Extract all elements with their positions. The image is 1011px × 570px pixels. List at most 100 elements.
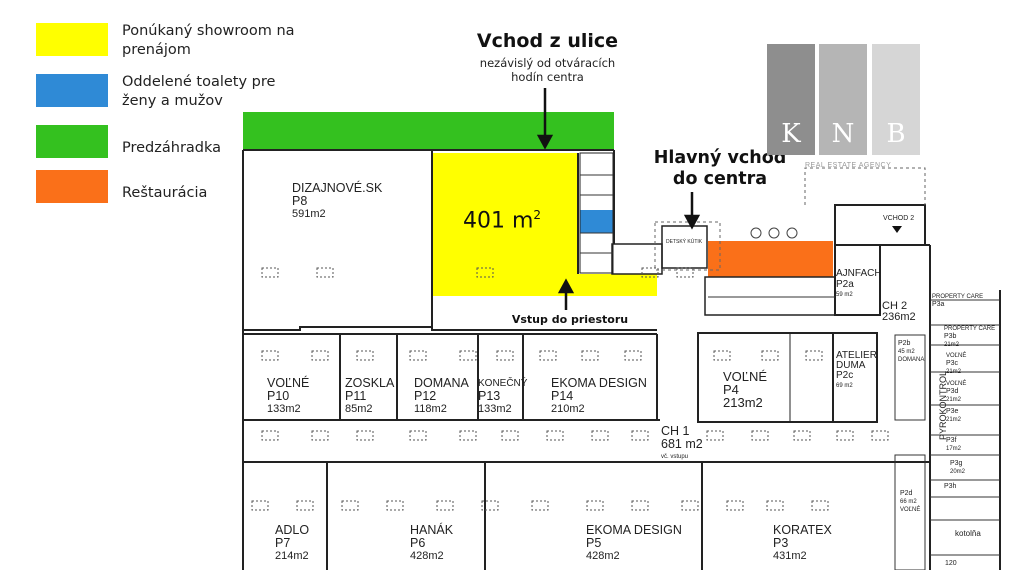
column-mark xyxy=(586,500,604,511)
column-mark xyxy=(341,500,359,511)
legend-label-restaurant: Reštaurácia xyxy=(122,185,208,201)
room-code: P3 xyxy=(773,536,789,550)
room-area: 69 m2 xyxy=(836,383,853,389)
column-mark xyxy=(581,350,599,361)
column-mark xyxy=(356,430,374,441)
room-code: P3d xyxy=(946,388,959,395)
room-name: AJNFACH xyxy=(836,268,882,279)
column-mark xyxy=(726,500,744,511)
room-area: 214m2 xyxy=(275,550,309,562)
column-mark xyxy=(793,430,811,441)
column-mark xyxy=(261,430,279,441)
column-mark xyxy=(261,267,279,278)
logo-tagline: REAL ESTATE AGENCY xyxy=(805,162,892,169)
street-entrance-note-line1: nezávislý od otváracích xyxy=(479,56,616,70)
column-mark xyxy=(436,500,454,511)
column-mark xyxy=(631,500,649,511)
column-mark xyxy=(706,430,724,441)
room-area: 21m2 xyxy=(944,342,960,348)
room-code: P12 xyxy=(414,389,437,403)
arrows xyxy=(536,88,902,310)
column-mark xyxy=(811,500,829,511)
room-code: P6 xyxy=(410,536,426,550)
column-mark xyxy=(261,350,279,361)
column-mark xyxy=(311,430,329,441)
column-mark xyxy=(751,430,769,441)
column-mark xyxy=(766,500,784,511)
room-area: 236m2 xyxy=(882,311,916,323)
column-mark xyxy=(459,350,477,361)
room-code: P3a xyxy=(932,301,945,308)
area-value: 401 m xyxy=(463,208,534,234)
room-area: 210m2 xyxy=(551,403,585,415)
room-name: DIZAJNOVÉ.SK xyxy=(292,181,383,195)
column-mark xyxy=(805,350,823,361)
room-kotolna: kotolňa xyxy=(955,529,981,538)
room-area: 133m2 xyxy=(267,403,301,415)
room-p3h: P3h xyxy=(944,483,957,490)
front-garden-area xyxy=(243,112,614,150)
room-code: P2b xyxy=(898,340,911,347)
room-name: KONEČNÝ xyxy=(478,378,528,389)
logo-bar-b: B xyxy=(872,44,920,155)
room-name: PROPERTY CARE xyxy=(944,326,996,332)
room-name: EKOMA DESIGN xyxy=(551,376,647,390)
room-120: 120 xyxy=(945,560,957,567)
room-code: P3c xyxy=(946,360,959,367)
column-mark xyxy=(631,430,649,441)
room-area: 118m2 xyxy=(414,403,447,415)
arrow-down-icon xyxy=(683,214,701,230)
column-mark xyxy=(481,500,499,511)
room-code: P3e xyxy=(946,408,959,415)
room-area: 431m2 xyxy=(773,550,807,562)
column-mark xyxy=(296,500,314,511)
room-name: VOĽNÉ xyxy=(723,369,768,384)
room-code: P5 xyxy=(586,536,602,550)
entrance-2-label: VCHOD 2 xyxy=(883,215,915,222)
room-code: P3f xyxy=(946,437,957,444)
column-mark xyxy=(356,350,374,361)
room-code: P14 xyxy=(551,389,574,403)
main-entrance-line2: do centra xyxy=(672,169,768,189)
column-mark xyxy=(316,267,334,278)
column-mark xyxy=(641,267,659,278)
legend-swatch-showroom xyxy=(36,23,108,56)
room-name: VOĽNÉ xyxy=(267,376,310,390)
column-marks xyxy=(251,267,889,511)
toilets-area xyxy=(580,210,613,233)
street-entrance-note-line2: hodín centra xyxy=(511,70,584,84)
legend-label-toilets: Oddelené toalety pre ženy a mužov xyxy=(122,74,276,109)
room-name: DOMANA xyxy=(414,376,469,390)
column-mark xyxy=(251,500,269,511)
room-code: P8 xyxy=(292,194,308,208)
legend-label-garden: Predzáhradka xyxy=(122,140,222,156)
room-name: ATELIER DUMA xyxy=(836,350,877,371)
room-pyrokontrol: PYROKONTROL xyxy=(938,370,948,440)
showroom-area-label: 401 m2 xyxy=(463,208,541,233)
room-name: PROPERTY CARE xyxy=(932,294,984,300)
legend-swatch-toilets xyxy=(36,74,108,107)
logo-bar-n: N xyxy=(819,44,867,155)
room-name: VOĽNÉ xyxy=(946,353,967,359)
column-mark xyxy=(591,430,609,441)
column-mark xyxy=(531,500,549,511)
room-name: ADLO xyxy=(275,523,310,537)
column-mark xyxy=(871,430,889,441)
room-area: 428m2 xyxy=(410,550,444,562)
room-note: vč. vstupu xyxy=(661,454,689,460)
room-code: P4 xyxy=(723,382,739,397)
room-name: EKOMA DESIGN xyxy=(586,523,682,537)
column-mark xyxy=(386,500,404,511)
legend-label-showroom: Ponúkaný showroom na prenájom xyxy=(122,23,295,58)
